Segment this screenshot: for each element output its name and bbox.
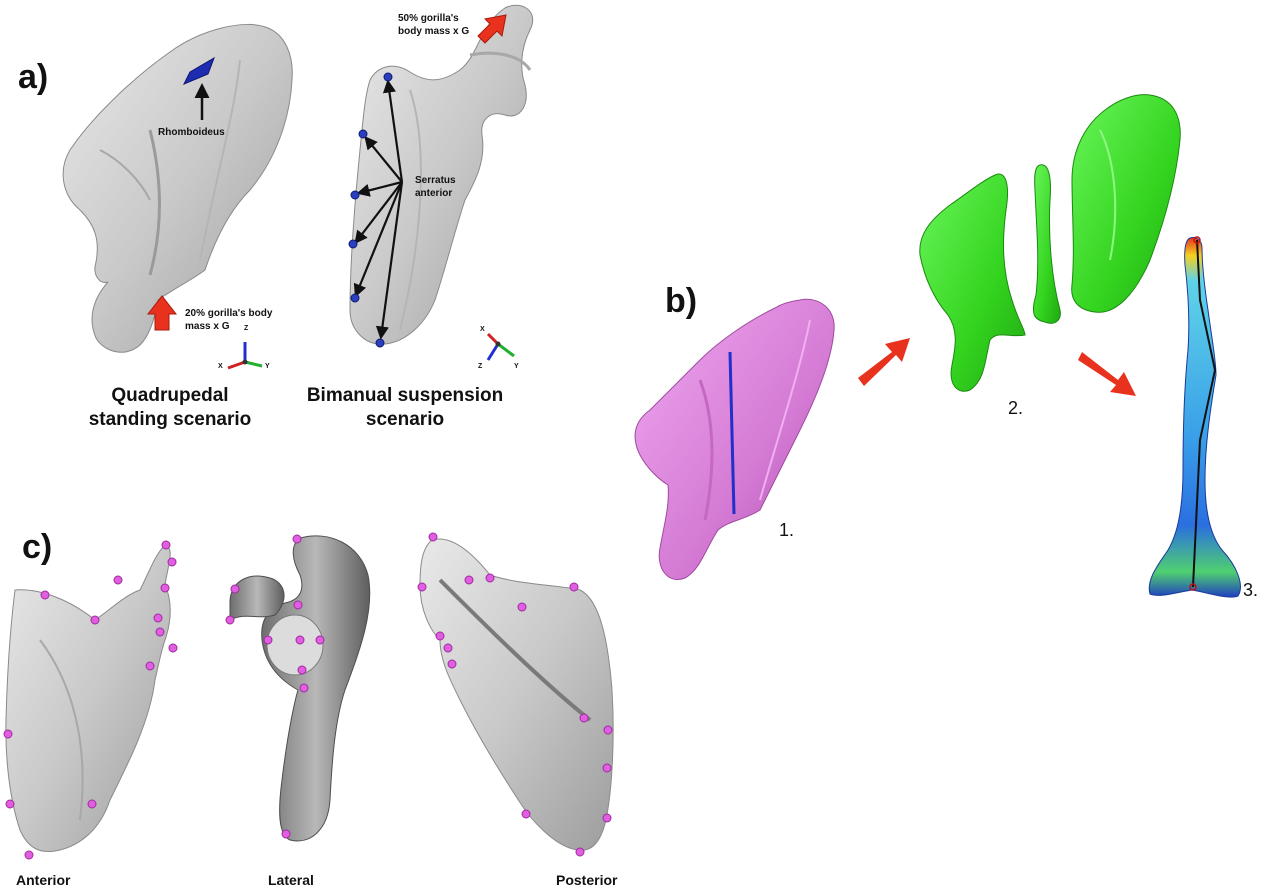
step-arrow-1 — [858, 338, 910, 386]
axis-triad-bimanual — [486, 332, 515, 361]
panel-a-letter: a) — [18, 58, 49, 96]
serratus-landmarks — [348, 72, 393, 348]
step-arrow-2 — [1078, 352, 1136, 396]
axis-label-y-quad: Y — [265, 363, 270, 370]
force-label-bimanual: 50% gorilla's body mass x G — [398, 12, 469, 38]
mesh-step-2 — [919, 94, 1181, 392]
scapula-posterior — [417, 532, 614, 857]
step-label-1: 1. — [779, 520, 795, 540]
force-arrow-bimanual — [477, 14, 507, 44]
scenario-title-bimanual: Bimanual suspension scenario — [300, 384, 510, 432]
force-label-quadrupedal-line2: mass x G — [185, 321, 230, 332]
scapula-lateral — [225, 534, 371, 842]
scenario-title-quadrupedal: Quadrupedal standing scenario — [80, 384, 260, 432]
landmarks-anterior — [3, 540, 178, 860]
panel-c — [3, 532, 614, 860]
force-label-bimanual-line1: 50% gorilla's — [398, 13, 459, 24]
landmarks-lateral — [225, 534, 325, 839]
axis-triad-quadrupedal — [227, 342, 263, 370]
axis-label-z-quad: Z — [244, 325, 249, 332]
mesh-step-1 — [634, 298, 835, 581]
force-label-bimanual-line2: body mass x G — [398, 26, 470, 37]
panel-a — [62, 4, 533, 370]
serratus-label-line2: anterior — [415, 188, 453, 199]
panel-b — [634, 94, 1241, 598]
axis-label-y-bim: Y — [514, 363, 519, 370]
serratus-label: Serratus anterior — [415, 174, 456, 200]
axis-label-z-bim: Z — [478, 363, 483, 370]
scenario-bimanual-line2: scenario — [365, 409, 445, 430]
step-label-2: 2. — [1008, 398, 1024, 418]
force-arrow-quadrupedal — [146, 295, 178, 331]
view-label-posterior: Posterior — [556, 872, 618, 888]
midline-axis — [728, 351, 736, 515]
scapula-anterior — [3, 540, 178, 860]
landmarks-posterior — [417, 532, 613, 857]
rhomboideus-label: Rhomboideus — [158, 127, 225, 138]
serratus-arrows — [353, 79, 404, 340]
scapula-quadrupedal — [62, 23, 293, 370]
axis-label-x-bim: X — [480, 326, 485, 333]
view-label-lateral: Lateral — [268, 872, 314, 888]
scenario-quadrupedal-line2: standing scenario — [88, 409, 252, 430]
force-label-quadrupedal-line1: 20% gorilla's body — [185, 308, 273, 319]
beam-axis — [1192, 239, 1217, 588]
panel-b-letter: b) — [665, 282, 698, 320]
rhomboideus-attachment — [182, 56, 215, 85]
force-label-quadrupedal: 20% gorilla's body mass x G — [185, 307, 272, 333]
axis-label-x-quad: X — [218, 363, 223, 370]
serratus-label-line1: Serratus — [415, 175, 456, 186]
scapula-bimanual — [348, 4, 533, 361]
panel-c-letter: c) — [22, 528, 53, 566]
mesh-step-3 — [1148, 236, 1241, 598]
step-label-3: 3. — [1243, 580, 1259, 600]
scenario-quadrupedal-line1: Quadrupedal — [111, 385, 229, 406]
scenario-bimanual-line1: Bimanual suspension — [306, 385, 504, 406]
view-label-anterior: Anterior — [16, 872, 71, 888]
